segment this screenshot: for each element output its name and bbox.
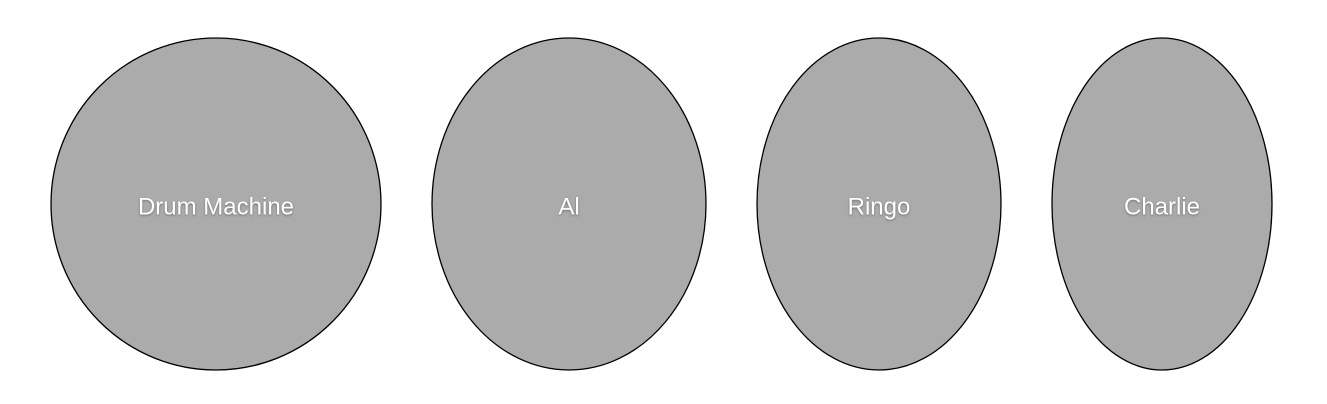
node-ringo-label: Ringo <box>848 194 911 221</box>
node-ringo: Ringo <box>756 37 1002 371</box>
node-charlie-label: Charlie <box>1124 194 1200 221</box>
node-drum-machine: Drum Machine <box>50 37 382 371</box>
node-ringo-shape <box>756 37 1002 371</box>
node-al-label: Al <box>558 194 579 221</box>
node-charlie: Charlie <box>1051 37 1273 371</box>
node-al: Al <box>431 37 707 371</box>
node-al-shape <box>431 37 707 371</box>
node-drum-machine-label: Drum Machine <box>138 194 294 221</box>
node-charlie-shape <box>1051 37 1273 371</box>
node-drum-machine-shape <box>50 37 382 371</box>
